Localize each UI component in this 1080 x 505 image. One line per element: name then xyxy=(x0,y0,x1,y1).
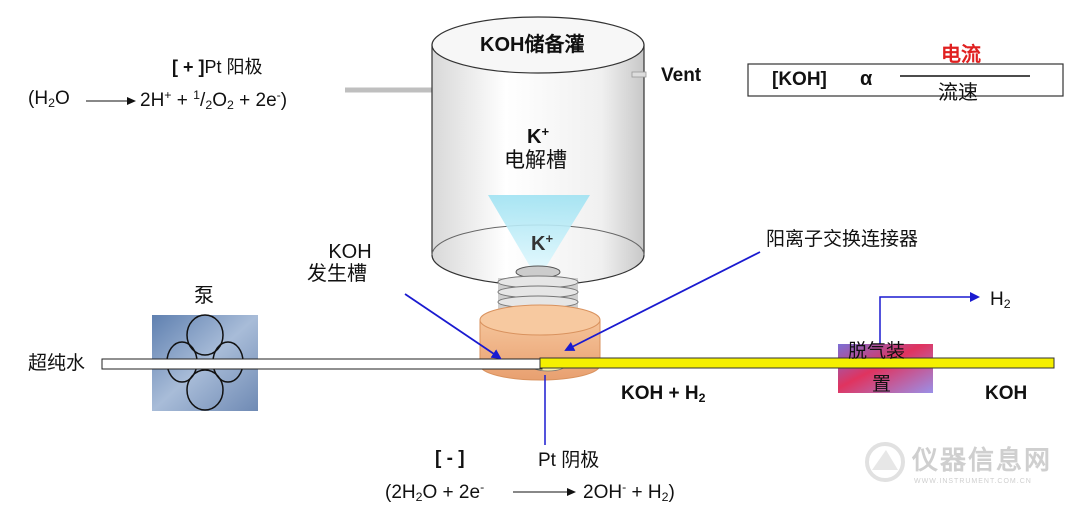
koh-h2-label: KOH + H2 xyxy=(621,383,706,406)
anode-equation-left: (H2O xyxy=(28,88,70,111)
degas-label-line2: 置 xyxy=(872,374,892,395)
koh-generator-label: KOH 发生槽 xyxy=(328,241,372,263)
watermark-text: 仪器信息网 xyxy=(912,445,1053,475)
cathode-equation-right: 2OH- + H2) xyxy=(583,480,675,504)
connector-pointer-arrow xyxy=(564,251,761,351)
h2-outlet-line xyxy=(879,292,980,344)
generator-pointer-arrow xyxy=(404,293,502,360)
anode-label: [ + ]Pt 阳极 xyxy=(172,58,263,76)
anode-equation-right: 2H+ + 1/2O2 + 2e-) xyxy=(140,88,288,112)
degas-label-line1: 脱气装 xyxy=(848,341,906,362)
connector-label: 阳离子交换连接器 xyxy=(766,229,919,250)
formula-box xyxy=(747,63,1064,97)
watermark-logo xyxy=(865,442,905,482)
ion-cone xyxy=(488,195,590,280)
koh-reservoir-tank xyxy=(431,16,647,286)
tank-title: KOH储备灌 xyxy=(480,34,585,56)
water-inlet-pipe xyxy=(101,358,543,370)
watermark-subtext: WWW.INSTRUMENT.COM.CN xyxy=(914,478,1032,485)
anode-polarity: [ + ] xyxy=(172,57,205,77)
cell-label: 电解槽 xyxy=(504,149,567,172)
formula-left: [KOH] xyxy=(772,69,827,90)
cathode-electrode-name: Pt 阴极 xyxy=(538,450,600,471)
koh-generator-label-line2: 发生槽 xyxy=(307,263,367,285)
formula-alpha: α xyxy=(860,68,873,90)
anode-electrode-name: Pt 阳极 xyxy=(204,57,263,77)
formula-numerator: 电流 xyxy=(941,44,981,66)
tank-ion-label: K+ xyxy=(527,124,550,149)
water-label: 超纯水 xyxy=(28,353,86,374)
cathode-polarity: [ - ] xyxy=(435,448,465,469)
koh-output-pipe xyxy=(539,357,1055,369)
h2-outlet-label: H2 xyxy=(990,289,1011,312)
formula-denominator: 流速 xyxy=(938,82,978,104)
pump-label: 泵 xyxy=(194,285,214,307)
cathode-equation-left: (2H2O + 2e- xyxy=(385,480,485,504)
vent-nozzle xyxy=(631,71,647,78)
vent-label: Vent xyxy=(661,65,702,86)
koh-output-label: KOH xyxy=(985,383,1028,404)
cone-ion-label: K+ xyxy=(531,231,554,256)
